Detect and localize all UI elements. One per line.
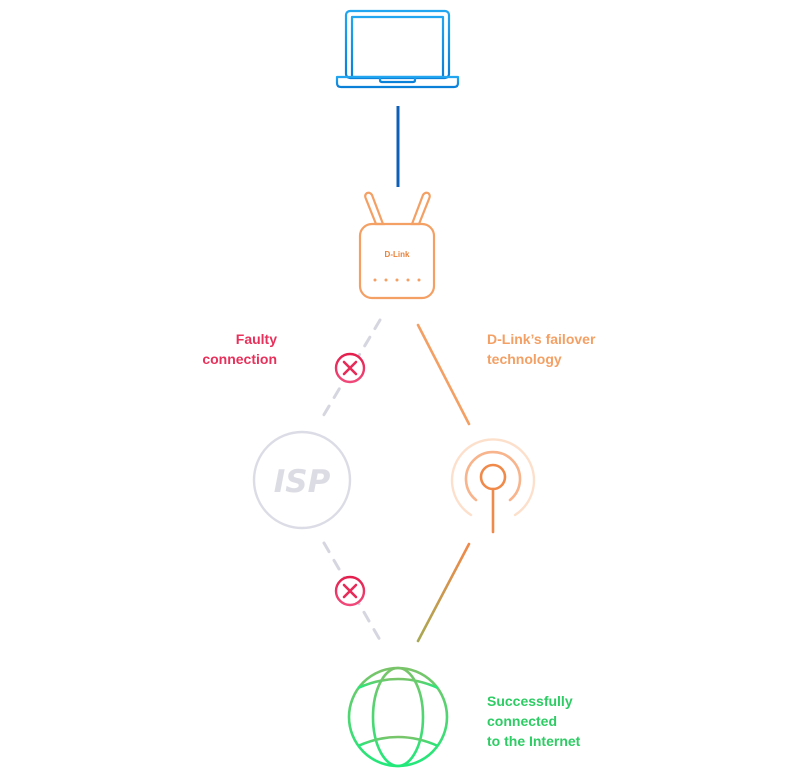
failover-label-line: D-Link’s failover (487, 331, 596, 347)
failover-label-line: technology (487, 351, 562, 367)
failover-link-bottom (416, 542, 471, 643)
faulty-label-line: connection (202, 351, 277, 367)
router-brand-label: D-Link (385, 250, 410, 259)
globe-icon (347, 666, 449, 768)
faulty-connection-label: Faulty connection (180, 329, 277, 369)
success-label-line: to the Internet (487, 733, 581, 749)
faulty-link-bottom (322, 541, 382, 642)
success-label-line: Successfully (487, 693, 573, 709)
laptop-icon (335, 9, 460, 89)
signal-tower-icon (450, 438, 536, 534)
isp-node (252, 430, 352, 530)
failover-technology-label: D-Link’s failover technology (487, 329, 595, 369)
faulty-link-top (320, 318, 382, 420)
error-x-icon-bottom (334, 575, 366, 607)
success-label-line: connected (487, 713, 558, 729)
faulty-label-line: Faulty (235, 331, 277, 347)
internet-success-label: Successfully connected to the Internet (487, 691, 580, 751)
failover-link-top (416, 323, 471, 426)
router-icon (358, 191, 436, 300)
router-indicator-dots (373, 278, 421, 282)
error-x-icon-top (334, 352, 366, 384)
isp-label: ISP (274, 464, 331, 500)
